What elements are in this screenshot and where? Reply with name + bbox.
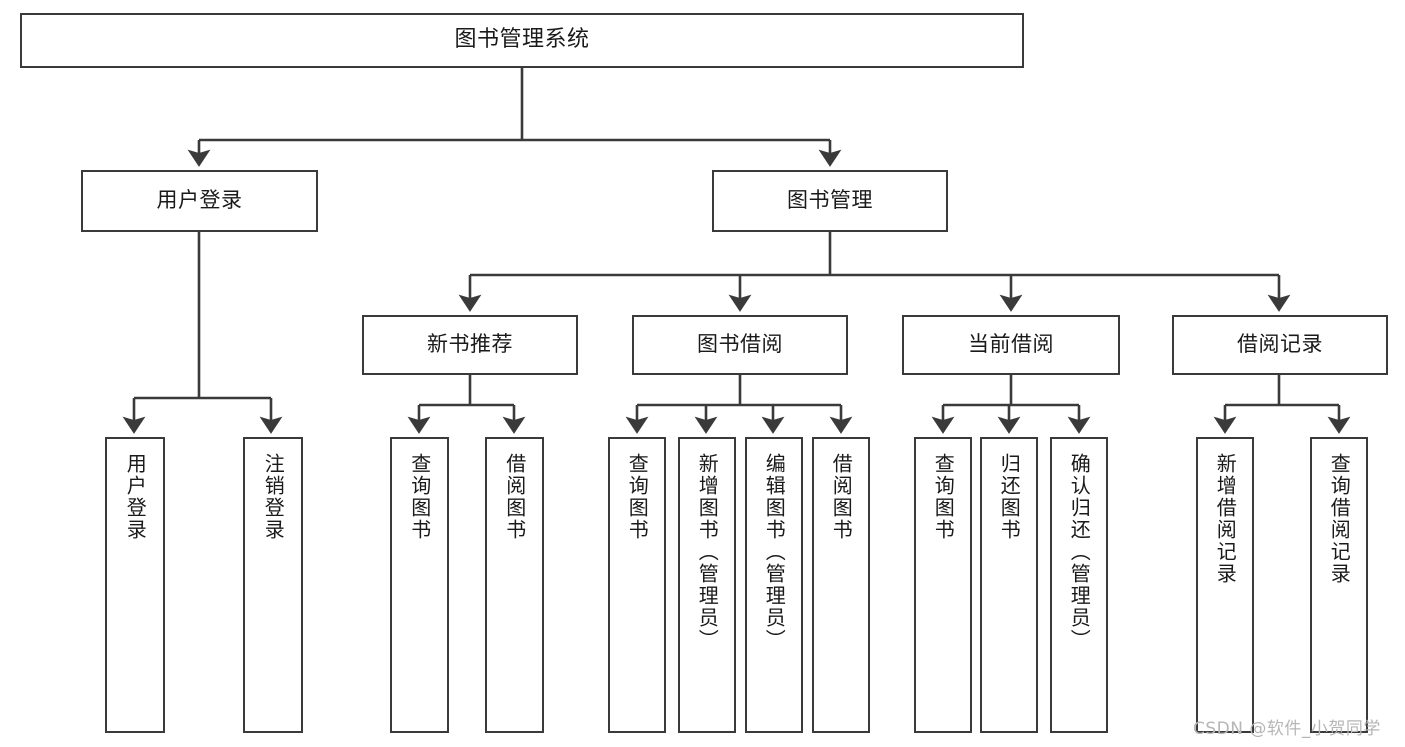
node-label: 确认归还（管理员）: [1067, 453, 1092, 651]
node-label: 借阅记录: [1237, 332, 1323, 357]
node-label: 借阅图书: [502, 453, 527, 541]
node-label: 当前借阅: [968, 332, 1054, 357]
node-label: 注销登录: [261, 453, 286, 541]
node-new-book-recommend[interactable]: 新书推荐: [362, 315, 578, 375]
node-leaf-query-book-2[interactable]: 查询图书: [608, 437, 666, 733]
node-leaf-edit-book-admin[interactable]: 编辑图书（管理员）: [745, 437, 803, 733]
node-label: 归还图书: [997, 453, 1022, 541]
node-root-book-management-system[interactable]: 图书管理系统: [20, 13, 1024, 68]
node-label: 查询借阅记录: [1327, 453, 1352, 585]
node-label: 图书借阅: [697, 332, 783, 357]
node-label: 新增借阅记录: [1213, 453, 1238, 585]
node-label: 查询图书: [931, 453, 956, 541]
node-leaf-query-borrow-record[interactable]: 查询借阅记录: [1310, 437, 1368, 733]
node-label: 新增图书（管理员）: [695, 453, 720, 651]
node-label: 图书管理: [787, 188, 873, 213]
node-leaf-return-book[interactable]: 归还图书: [980, 437, 1038, 733]
node-leaf-borrow-book-1[interactable]: 借阅图书: [485, 437, 544, 733]
node-label: 用户登录: [123, 453, 148, 541]
node-leaf-query-book-1[interactable]: 查询图书: [390, 437, 449, 733]
node-leaf-add-book-admin[interactable]: 新增图书（管理员）: [678, 437, 736, 733]
node-label: 查询图书: [407, 453, 432, 541]
node-leaf-confirm-return-admin[interactable]: 确认归还（管理员）: [1050, 437, 1108, 733]
node-label: 图书管理系统: [454, 27, 590, 53]
node-leaf-logout-login[interactable]: 注销登录: [243, 437, 303, 733]
node-label: 借阅图书: [829, 453, 854, 541]
node-label: 查询图书: [625, 453, 650, 541]
node-user-login[interactable]: 用户登录: [81, 170, 318, 232]
node-leaf-add-borrow-record[interactable]: 新增借阅记录: [1196, 437, 1254, 733]
node-label: 用户登录: [156, 188, 243, 213]
node-label: 编辑图书（管理员）: [762, 453, 787, 651]
csdn-watermark: CSDN @软件_小贺同学: [1193, 719, 1381, 739]
node-current-borrow[interactable]: 当前借阅: [902, 315, 1120, 375]
node-book-management[interactable]: 图书管理: [712, 170, 948, 232]
node-book-borrow[interactable]: 图书借阅: [632, 315, 848, 375]
node-borrow-record[interactable]: 借阅记录: [1172, 315, 1388, 375]
node-label: 新书推荐: [427, 332, 513, 357]
node-leaf-query-book-3[interactable]: 查询图书: [914, 437, 972, 733]
node-leaf-borrow-book-2[interactable]: 借阅图书: [812, 437, 870, 733]
node-leaf-user-login[interactable]: 用户登录: [105, 437, 165, 733]
